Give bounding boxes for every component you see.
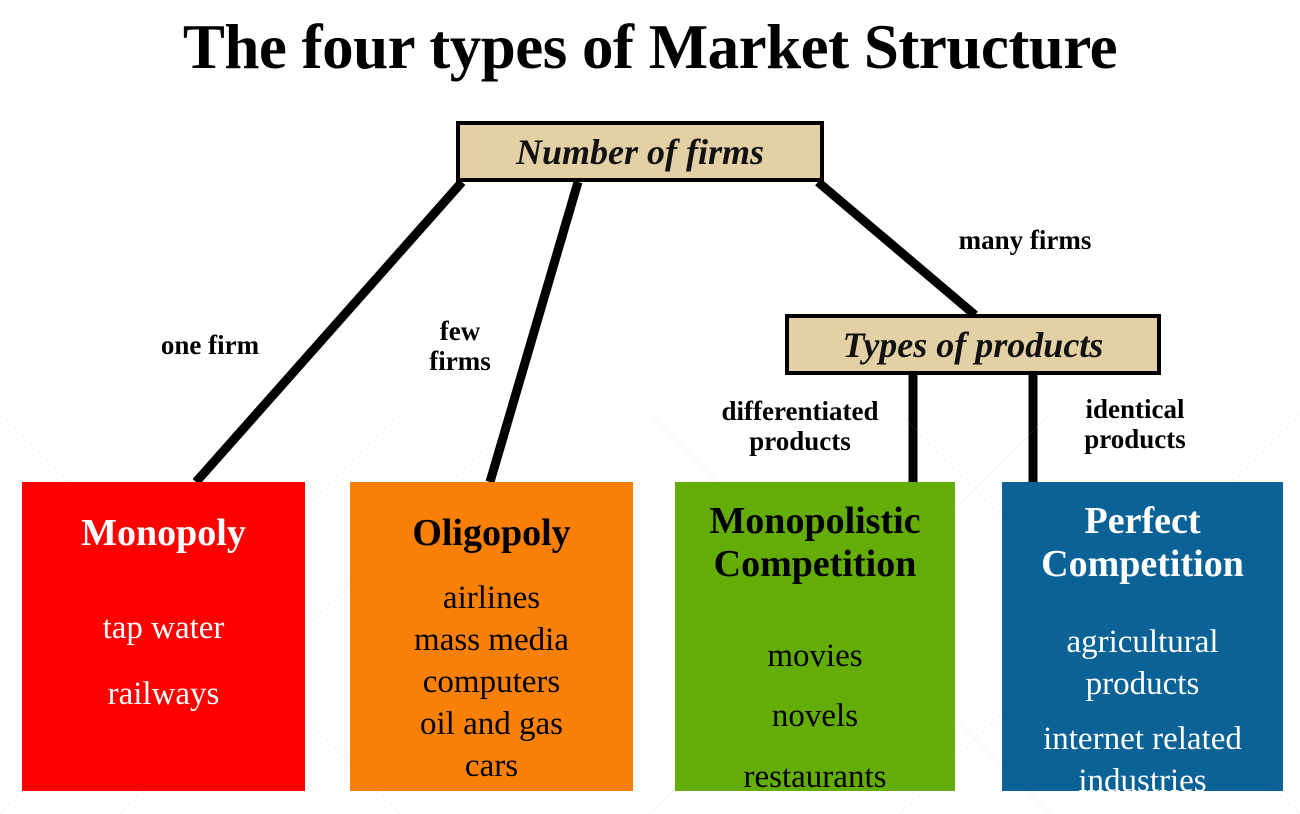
- market-type-title-perfect-competition: Perfect Competition: [1041, 500, 1244, 585]
- market-type-box-monopolistic-competition[interactable]: Monopolistic Competition movies novels r…: [675, 482, 955, 791]
- list-item: restaurants: [743, 758, 887, 791]
- list-item: internet related industries: [1043, 720, 1242, 791]
- list-item: oil and gas: [420, 706, 563, 743]
- edge-label-identical-products: identical products: [1084, 394, 1186, 455]
- decision-box-types-of-products-label: Types of products: [842, 324, 1104, 365]
- market-type-examples-monopolistic-competition: movies novels restaurants: [681, 635, 949, 791]
- list-item: movies: [767, 638, 863, 675]
- market-type-box-oligopoly[interactable]: Oligopoly airlines mass media computers …: [350, 482, 633, 791]
- list-item: computers: [422, 664, 561, 701]
- list-item: tap water: [102, 609, 225, 646]
- market-type-title-oligopoly: Oligopoly: [412, 512, 571, 554]
- edge-label-few-firms: few firms: [429, 316, 491, 377]
- decision-box-number-of-firms[interactable]: Number of firms: [456, 121, 824, 182]
- decision-box-types-of-products[interactable]: Types of products: [785, 314, 1161, 375]
- edge-label-many-firms: many firms: [958, 225, 1092, 255]
- page-title: The four types of Market Structure: [182, 12, 1118, 82]
- decision-box-number-of-firms-label: Number of firms: [515, 131, 764, 172]
- edge-label-one-firm: one firm: [160, 330, 260, 360]
- list-item: novels: [771, 698, 859, 735]
- list-item: railways: [107, 675, 220, 712]
- market-type-title-monopoly: Monopoly: [81, 512, 246, 554]
- list-item: airlines: [442, 579, 541, 616]
- market-type-examples-oligopoly: airlines mass media computers oil and ga…: [356, 577, 627, 788]
- list-item: agricultural products: [1066, 624, 1219, 703]
- list-item: mass media: [414, 621, 569, 658]
- edge-label-differentiated-products: differentiated products: [721, 396, 879, 457]
- market-type-title-monopolistic-competition: Monopolistic Competition: [709, 500, 921, 585]
- market-type-box-perfect-competition[interactable]: Perfect Competition agricultural product…: [1002, 482, 1283, 791]
- market-type-examples-monopoly: tap water railways: [28, 607, 299, 715]
- market-type-examples-perfect-competition: agricultural products internet related i…: [1008, 621, 1277, 791]
- list-item: cars: [464, 748, 519, 785]
- market-type-box-monopoly[interactable]: Monopoly tap water railways: [22, 482, 305, 791]
